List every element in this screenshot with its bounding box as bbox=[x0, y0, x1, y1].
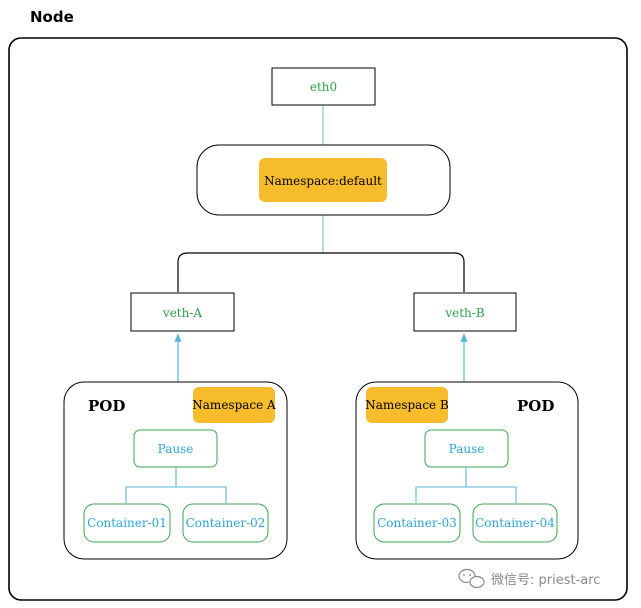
veth-a-label: veth-A bbox=[162, 306, 202, 320]
pause-a-label: Pause bbox=[158, 442, 194, 456]
watermark: 微信号: priest-arc bbox=[458, 568, 600, 589]
namespace-default-badge bbox=[259, 158, 387, 202]
pod-b: Namespace B POD Pause Container-03 Conta… bbox=[355, 381, 579, 560]
container-04-box bbox=[472, 503, 558, 543]
wechat-icon bbox=[458, 568, 485, 589]
bridge-connector bbox=[177, 252, 465, 292]
container-01-label: Container-01 bbox=[87, 516, 167, 530]
veth-b-box: veth-B bbox=[413, 292, 517, 332]
container-01-box bbox=[83, 503, 171, 543]
pause-b-label: Pause bbox=[449, 442, 485, 456]
namespace-a-label: Namespace A bbox=[192, 398, 276, 412]
container-03-box bbox=[373, 503, 461, 543]
pod-a-container-connector bbox=[125, 467, 227, 503]
veth-a-box: veth-A bbox=[130, 292, 235, 332]
namespace-b-label: Namespace B bbox=[365, 398, 449, 412]
root-namespace-box: Namespace:default bbox=[196, 144, 451, 216]
eth0-box: eth0 bbox=[271, 67, 376, 106]
namespace-default-label: Namespace:default bbox=[264, 174, 382, 188]
container-02-box bbox=[182, 503, 269, 543]
namespace-a-badge bbox=[193, 387, 275, 423]
container-04-label: Container-04 bbox=[475, 516, 555, 530]
pod-b-title: POD bbox=[517, 397, 554, 415]
watermark-text: 微信号: priest-arc bbox=[491, 573, 600, 588]
node-title: Node bbox=[30, 8, 74, 26]
node-boundary bbox=[8, 37, 628, 601]
container-02-label: Container-02 bbox=[186, 516, 266, 530]
veth-b-label: veth-B bbox=[444, 306, 484, 320]
pod-a: POD Namespace A Pause Container-01 Conta… bbox=[63, 381, 288, 560]
container-03-label: Container-03 bbox=[377, 516, 457, 530]
pod-b-container-connector bbox=[415, 467, 517, 503]
namespace-b-badge bbox=[366, 387, 448, 423]
pod-a-title: POD bbox=[88, 397, 125, 415]
eth0-label: eth0 bbox=[310, 80, 337, 94]
